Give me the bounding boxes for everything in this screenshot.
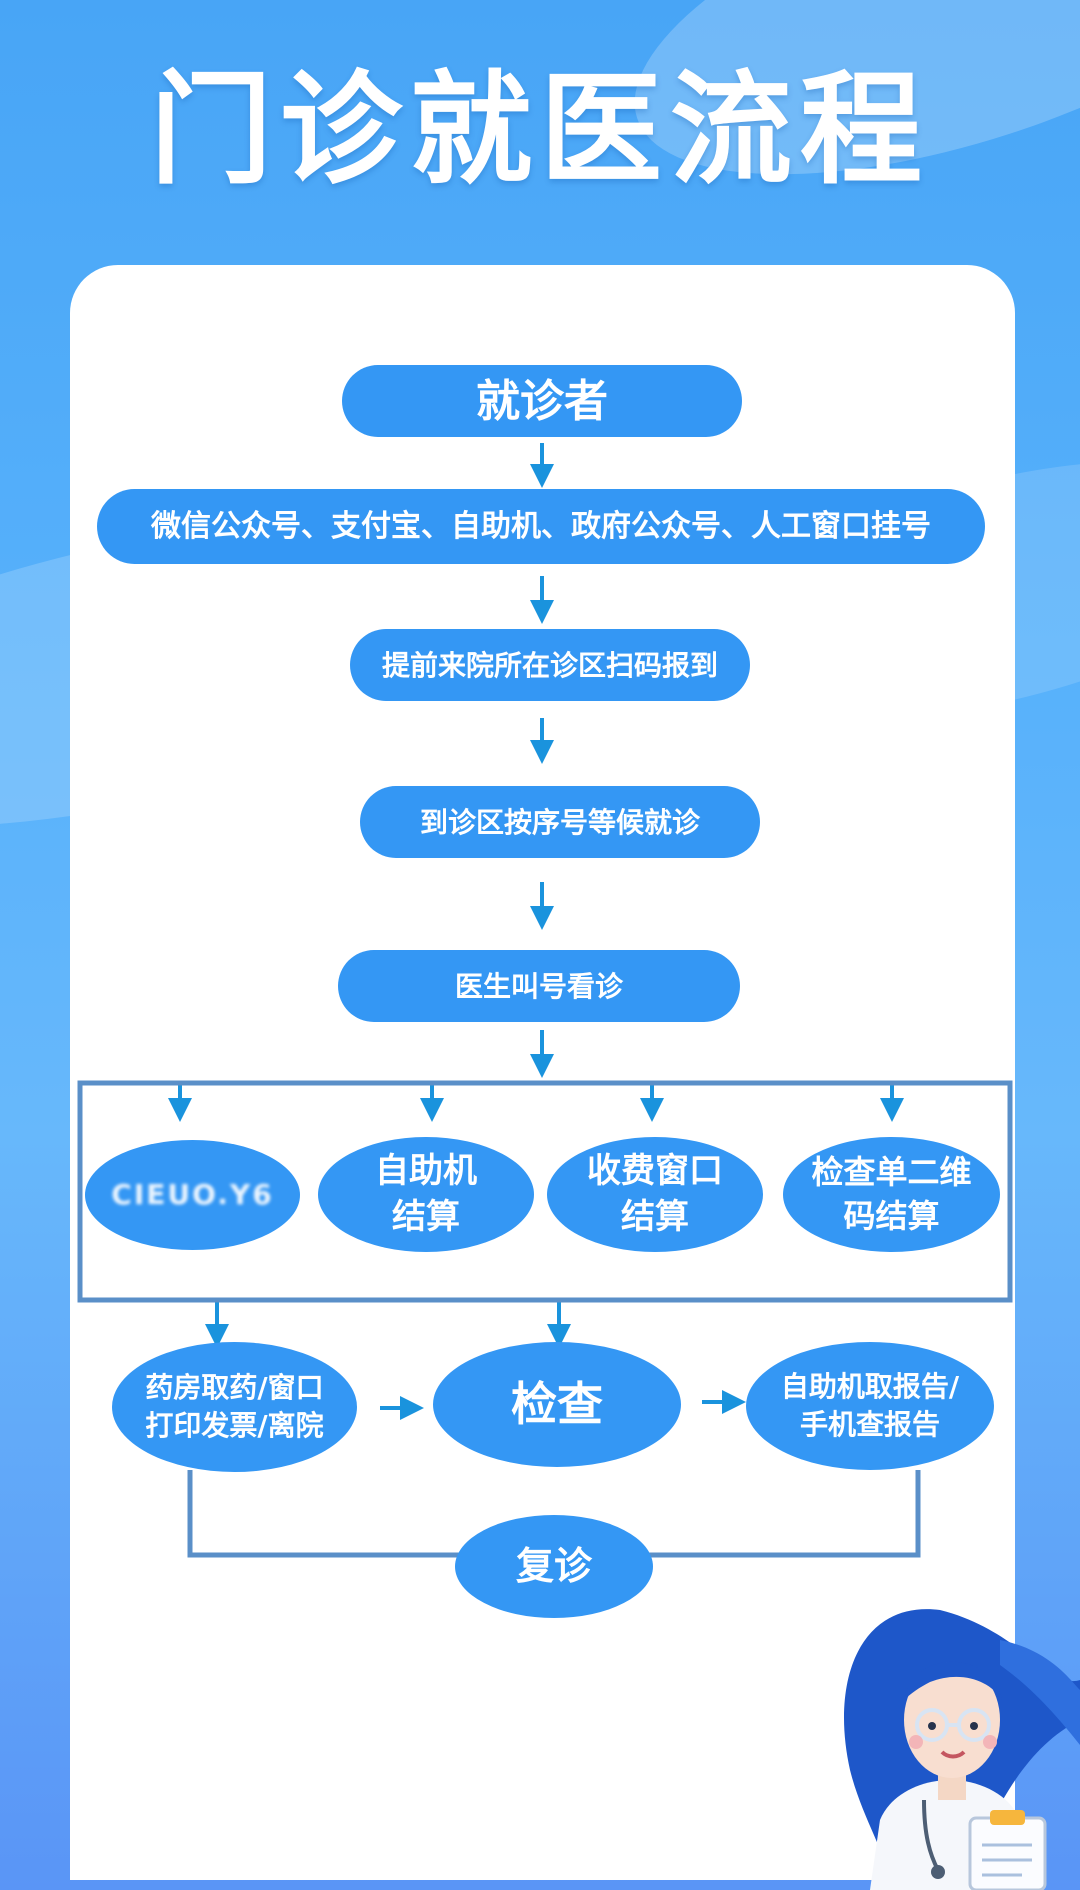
- payment-blurred-label: CIEUO.Y6: [111, 1178, 274, 1212]
- report-label-line1: 自助机取报告/: [780, 1370, 960, 1404]
- payment-node-blurred: CIEUO.Y6: [85, 1140, 300, 1250]
- doctor-illustration: [844, 1609, 1080, 1890]
- waiting-node: 到诊区按序号等候就诊: [360, 786, 760, 858]
- checkin-node: 提前来院所在诊区扫码报到: [350, 629, 750, 701]
- doctor-call-node: 医生叫号看诊: [338, 950, 740, 1022]
- pharmacy-label-line2: 打印发票/离院: [145, 1409, 324, 1442]
- registration-node: 微信公众号、支付宝、自助机、政府公众号、人工窗口挂号: [97, 489, 985, 564]
- patient-node: 就诊者: [342, 365, 742, 437]
- report-node: 自助机取报告/ 手机查报告: [746, 1342, 994, 1470]
- cashier-label-line2: 结算: [621, 1196, 689, 1237]
- page-title: 门诊就医流程: [150, 59, 930, 201]
- cashier-payment-node: 收费窗口 结算: [547, 1137, 763, 1252]
- self-service-label-line2: 结算: [392, 1196, 460, 1237]
- report-label-line2: 手机查报告: [799, 1408, 940, 1441]
- payment-group-frame: [77, 1080, 1013, 1303]
- pharmacy-label-line1: 药房取药/窗口: [145, 1371, 324, 1405]
- self-service-payment-node: 自助机 结算: [318, 1137, 534, 1252]
- revisit-node: 复诊: [455, 1515, 653, 1618]
- exam-node: 检查: [433, 1342, 681, 1467]
- qr-payment-node: 检查单二维 码结算: [783, 1137, 1000, 1252]
- self-service-label-line1: 自助机: [375, 1150, 477, 1191]
- qr-label-line1: 检查单二维: [811, 1153, 972, 1192]
- cashier-label-line1: 收费窗口: [587, 1150, 723, 1191]
- qr-label-line2: 码结算: [843, 1196, 940, 1235]
- pharmacy-node: 药房取药/窗口 打印发票/离院: [112, 1342, 357, 1472]
